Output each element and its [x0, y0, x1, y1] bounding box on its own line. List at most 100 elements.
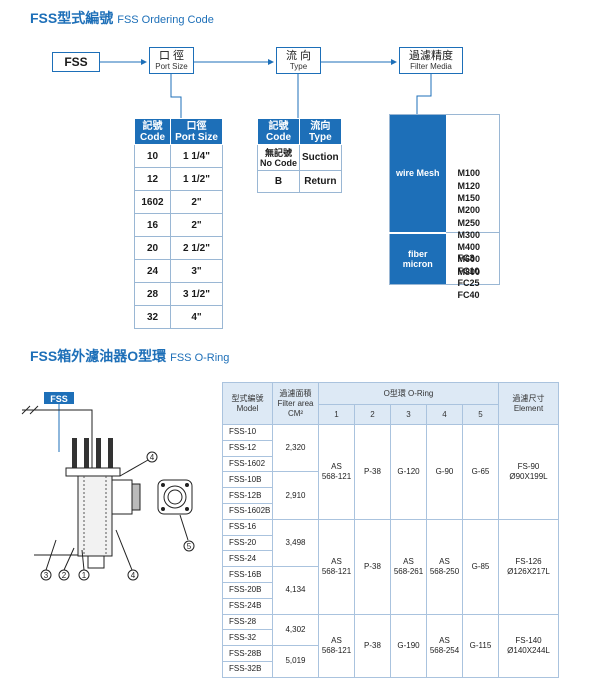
filter-element	[77, 475, 113, 557]
ordering-title-zh: FSS型式編號	[30, 10, 114, 26]
head-model-en: Model	[236, 403, 259, 413]
wire-mesh-value: M150	[457, 192, 481, 203]
port-code-cell: 16	[134, 213, 171, 237]
wire-mesh-value: M120	[457, 180, 481, 191]
oring-row: FSS-12	[222, 439, 559, 457]
connector-filter	[416, 74, 432, 114]
model-cell: FSS-20B	[222, 581, 273, 599]
area-cell: 5,019	[272, 645, 319, 678]
connector-port	[170, 74, 182, 118]
model-cell: FSS-12B	[222, 487, 273, 504]
wire-mesh-value: M200	[457, 205, 481, 216]
type-row: B Return	[257, 170, 342, 193]
area-cell: 4,134	[272, 566, 319, 615]
side-flange	[111, 479, 133, 515]
drawing-label: FSS	[50, 394, 68, 404]
spring-rods	[72, 438, 113, 470]
area-cell: 3,498	[272, 518, 319, 568]
type-head-code-en: Code	[266, 131, 291, 143]
model-cell: FSS-24	[222, 550, 273, 568]
filter-media-box: 過濾精度 Filter Media	[399, 47, 463, 74]
model-cell: FSS-32B	[222, 660, 273, 678]
wire-mesh-value: M600	[457, 254, 481, 265]
filter-cap	[65, 467, 121, 477]
head-area-zh: 過濾面積	[279, 388, 312, 398]
fss-code-box: FSS	[52, 52, 100, 72]
port-code-cell: 28	[134, 282, 171, 306]
oring-c4-cell: AS 568-250	[426, 518, 463, 615]
filter-box-en: Filter Media	[410, 62, 452, 71]
oring-c1-cell: AS 568-121	[318, 518, 355, 615]
head-model-zh: 型式編號	[231, 393, 264, 403]
area-cell: 2,320	[272, 423, 319, 473]
model-cell: FSS-24B	[222, 597, 273, 615]
port-code-cell: 1602	[134, 190, 171, 214]
model-cell: FSS-32	[222, 629, 273, 647]
port-code-cell: 20	[134, 236, 171, 260]
type-head-code-zh: 記號	[268, 120, 289, 132]
port-size-cell: 4"	[170, 305, 223, 329]
area-cell: 4,302	[272, 613, 319, 647]
element-code: FS-90	[517, 461, 540, 471]
model-cell: FSS-16B	[222, 566, 273, 583]
oring-c5-cell: G-115	[462, 613, 499, 678]
element-code: FS-140	[515, 635, 542, 645]
head-col-4: 4	[426, 404, 463, 425]
head-col-3: 3	[390, 404, 427, 425]
port-size-box-en: Port Size	[155, 62, 188, 71]
type-box-zh: 流 向	[285, 50, 312, 62]
callout-3: 3	[44, 571, 49, 580]
hatching	[21, 405, 39, 415]
head-col-2: 2	[354, 404, 391, 425]
oring-title-zh: FSS箱外濾油器O型環	[30, 348, 167, 364]
filter-box-zh: 過濾精度	[409, 50, 453, 62]
oring-title-en: FSS O-Ring	[170, 352, 230, 364]
wire-mesh-value: M250	[457, 217, 481, 228]
model-cell: FSS-16	[222, 518, 273, 536]
callout-1: 1	[82, 571, 87, 580]
port-size-cell: 2"	[170, 190, 223, 214]
wire-mesh-value: M300	[457, 229, 481, 240]
port-size-box-zh: 口 徑	[158, 50, 185, 62]
filter-assembly-drawing: FSS 4 4 5 1 2 3	[21, 392, 195, 581]
oring-c4-cell: AS 568-254	[426, 613, 463, 678]
port-head-code-en: Code	[140, 131, 165, 143]
model-cell: FSS-28	[222, 613, 273, 631]
callout-4-top: 4	[150, 453, 155, 462]
element-size: Ø126X217L	[507, 566, 550, 576]
oring-row: FSS-32B	[222, 660, 559, 678]
oring-c4-cell: G-90	[426, 424, 463, 520]
port-size-box: 口 徑 Port Size	[149, 47, 194, 74]
oring-c2-cell: P-38	[354, 613, 391, 678]
element-size: Ø140X244L	[507, 645, 550, 655]
fiber-value: FC10	[457, 265, 480, 276]
model-cell: FSS-12	[222, 439, 273, 457]
port-size-cell: 3"	[170, 259, 223, 283]
type-head-type-zh: 流向	[310, 120, 331, 132]
wire-mesh-value: M400	[457, 242, 481, 253]
type-code-en: No Code	[260, 157, 297, 168]
